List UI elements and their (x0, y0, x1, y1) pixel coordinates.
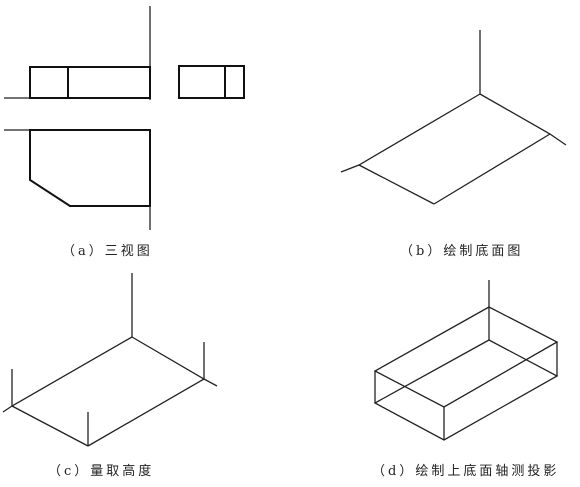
caption-b: （b）绘制底面图 (400, 244, 524, 259)
a-top-view (29, 66, 151, 99)
panel-b-base-plane (340, 30, 567, 205)
panel-c-measure-height (2, 273, 218, 447)
caption-d: （d）绘制上底面轴测投影 (372, 464, 560, 479)
c-x-axis (2, 336, 133, 413)
b-y-axis (479, 93, 567, 146)
b-base-edge-2 (433, 133, 551, 205)
c-base-edge-2 (87, 378, 205, 447)
b-base-edge-1 (358, 164, 435, 205)
caption-c: （c）量取高度 (48, 464, 155, 479)
a-side-view (178, 65, 245, 99)
c-base-edge-1 (11, 405, 89, 447)
caption-a: （a）三视图 (62, 244, 153, 259)
b-x-axis (340, 93, 481, 173)
a-front-view (29, 129, 151, 207)
panel-a-three-views (4, 6, 245, 230)
panel-d-top-plane (373, 280, 559, 441)
